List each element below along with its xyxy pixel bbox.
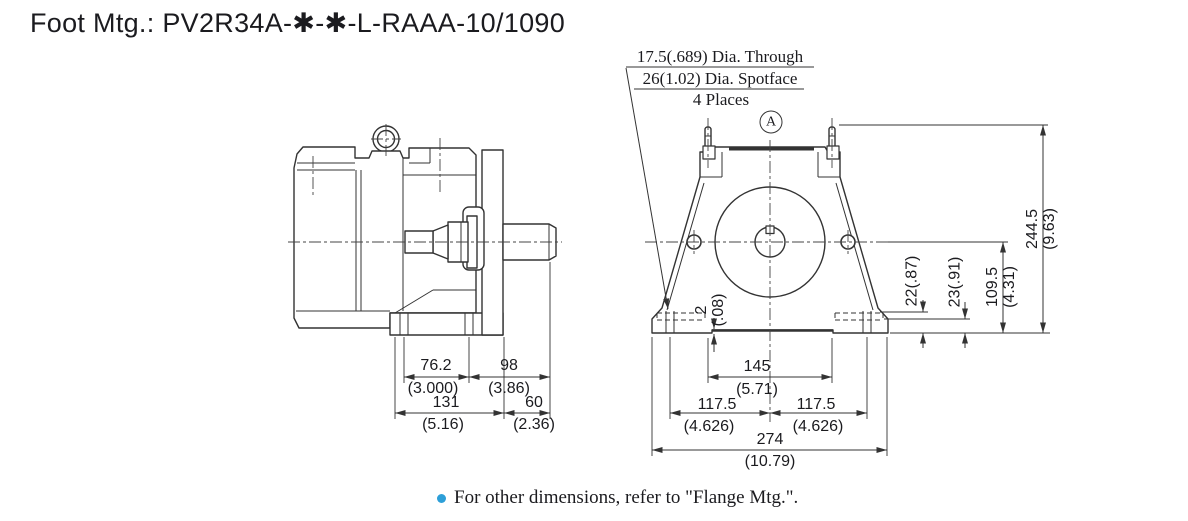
dim-2-in: (.08) <box>710 293 727 327</box>
dim-117r-mm: 117.5 <box>796 396 836 413</box>
dim-60-in: (2.36) <box>513 416 555 433</box>
dim-60-mm: 60 <box>525 394 543 411</box>
dim-2: 2 (.08) <box>693 294 727 327</box>
dim-23: 23(.91) <box>946 256 964 308</box>
dim-76-in: (3.000) <box>407 380 459 397</box>
dim-117r-in: (4.626) <box>792 418 844 435</box>
datum-a-badge: A <box>759 110 783 134</box>
dim-117l-mm: 117.5 <box>697 396 737 413</box>
dim-145-in: (5.71) <box>736 381 778 398</box>
dim-145-mm: 145 <box>743 358 771 375</box>
callout-line-3: 4 Places <box>692 90 750 109</box>
dim-117l-in: (4.626) <box>683 418 735 435</box>
dim-109-in: (4.31) <box>1001 266 1018 308</box>
dimension-lines <box>395 67 1046 453</box>
footer-note: For other dimensions, refer to "Flange M… <box>454 487 799 508</box>
dim-98-in: (3.86) <box>488 380 530 397</box>
extension-lines <box>394 66 1050 456</box>
dim-244-in: (9.63) <box>1041 208 1058 250</box>
dim-244-mm: 244.5 <box>1024 208 1041 250</box>
dim-244: 244.5 (9.63) <box>1024 208 1058 250</box>
dim-274-mm: 274 <box>756 431 784 448</box>
callout-line-1: 17.5(.689) Dia. Through <box>636 47 804 66</box>
callout-line-2: 26(1.02) Dia. Spotface <box>642 69 798 88</box>
dim-22: 22(.87) <box>903 255 921 307</box>
side-view-drawing <box>293 125 557 336</box>
dim-131-mm: 131 <box>432 394 460 411</box>
dim-109-mm: 109.5 <box>984 266 1001 308</box>
callout-leader-line <box>625 67 670 310</box>
dim-131-in: (5.16) <box>422 416 464 433</box>
dim-76-mm: 76.2 <box>420 357 452 374</box>
dim-274-in: (10.79) <box>744 453 796 470</box>
footer-bullet-icon <box>437 494 446 503</box>
dim-109: 109.5 (4.31) <box>984 266 1018 308</box>
dim-2-mm: 2 <box>693 305 710 315</box>
page-title: Foot Mtg.: PV2R34A-✱-✱-L-RAAA-10/1090 <box>30 8 566 38</box>
dim-98-mm: 98 <box>500 357 518 374</box>
